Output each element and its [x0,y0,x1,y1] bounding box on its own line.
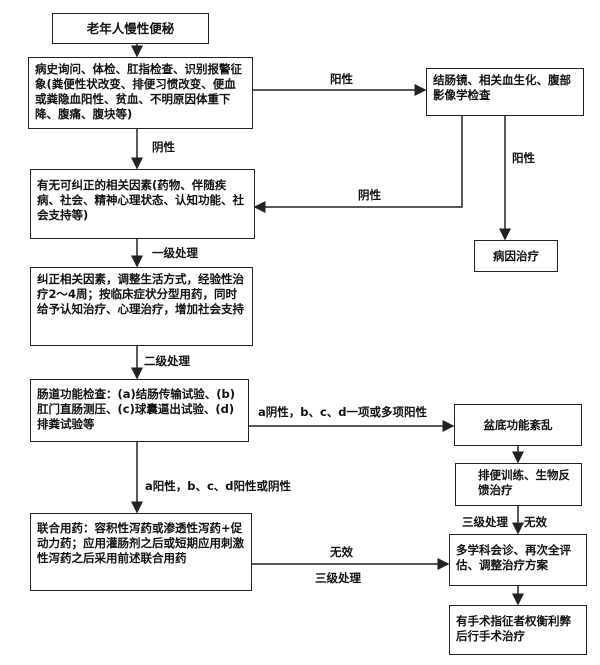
node-mdt: 多学科会诊、再次全评估、调整治疗方案 [449,534,587,586]
node-factors: 有无可纠正的相关因素(药物、伴随疾病、社会、精神心理状态、认知功能、社会支持等) [30,169,255,239]
label-a-negative: a阴性，b、c、d一项或多项阳性 [258,405,428,419]
node-biofeedback: 排便训练、生物反馈治疗 [455,463,582,506]
label-level3-mid: 三级处理 [315,571,361,585]
label-level1: 一级处理 [152,246,198,260]
label-positive-down: 阳性 [512,151,535,165]
node-etiology: 病因治疗 [474,240,558,272]
label-level3-right: 三级处理 [462,515,508,529]
label-invalid-mid: 无效 [330,545,353,559]
node-colonoscopy: 结肠镜、相关血生化、腹部影像学检查 [426,68,584,116]
node-combined: 联合用药：容积性泻药或渗透性泻药+促动力药；应用灌肠剂之后或短期应用刺激性泻药之… [30,513,252,591]
node-history: 病史询问、体检、肛指检查、识别报警征象(粪便性状改变、排便习惯改变、便血或粪隐血… [28,57,253,129]
label-a-positive: a阳性，b、c、d阳性或阴性 [145,479,292,493]
node-pelvic: 盆底功能紊乱 [454,404,582,446]
node-correct: 纠正相关因素，调整生活方式，经验性治疗2～4周；按临床症状分型用药，同时给予认知… [30,267,253,346]
node-start: 老年人慢性便秘 [52,13,209,44]
label-positive-right: 阳性 [330,72,353,86]
label-negative-down: 阴性 [152,140,175,154]
node-function-test: 肠道功能检查：(a)结肠传输试验、(b)肛门直肠测压、(c)球囊逼出试验、(d)… [30,379,249,442]
label-negative-left: 阴性 [358,188,381,202]
label-invalid-right: 无效 [524,515,547,529]
node-surgery: 有手术指征者权衡利弊后行手术治疗 [449,605,587,655]
label-level2: 二级处理 [144,354,190,368]
